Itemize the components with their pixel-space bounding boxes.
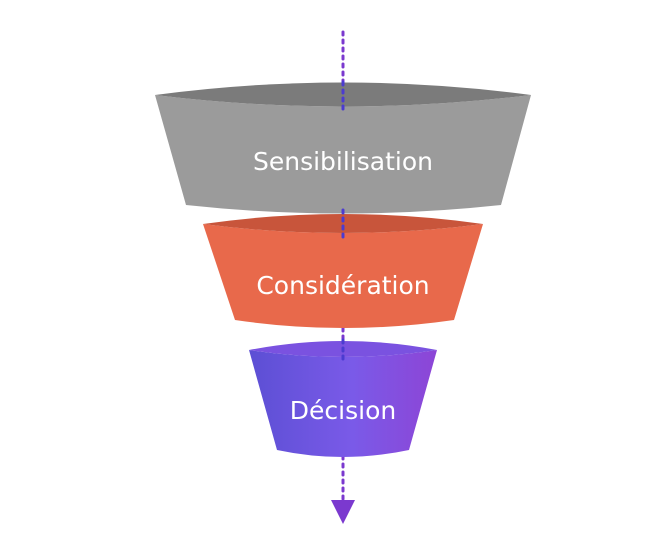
stage-sensibilisation: Sensibilisation: [155, 80, 531, 214]
stage-label-decision: Décision: [290, 396, 396, 425]
stage-decision: Décision: [249, 338, 437, 457]
stage-body: [249, 350, 437, 457]
stage-body: [203, 224, 483, 328]
stage-body: [155, 95, 531, 214]
stage-label-sensibilisation: Sensibilisation: [253, 147, 433, 176]
stage-rim: [203, 214, 483, 233]
arrow-down-icon: [331, 500, 355, 524]
stage-consideration: Considération: [203, 208, 483, 328]
stage-label-consideration: Considération: [256, 271, 429, 300]
